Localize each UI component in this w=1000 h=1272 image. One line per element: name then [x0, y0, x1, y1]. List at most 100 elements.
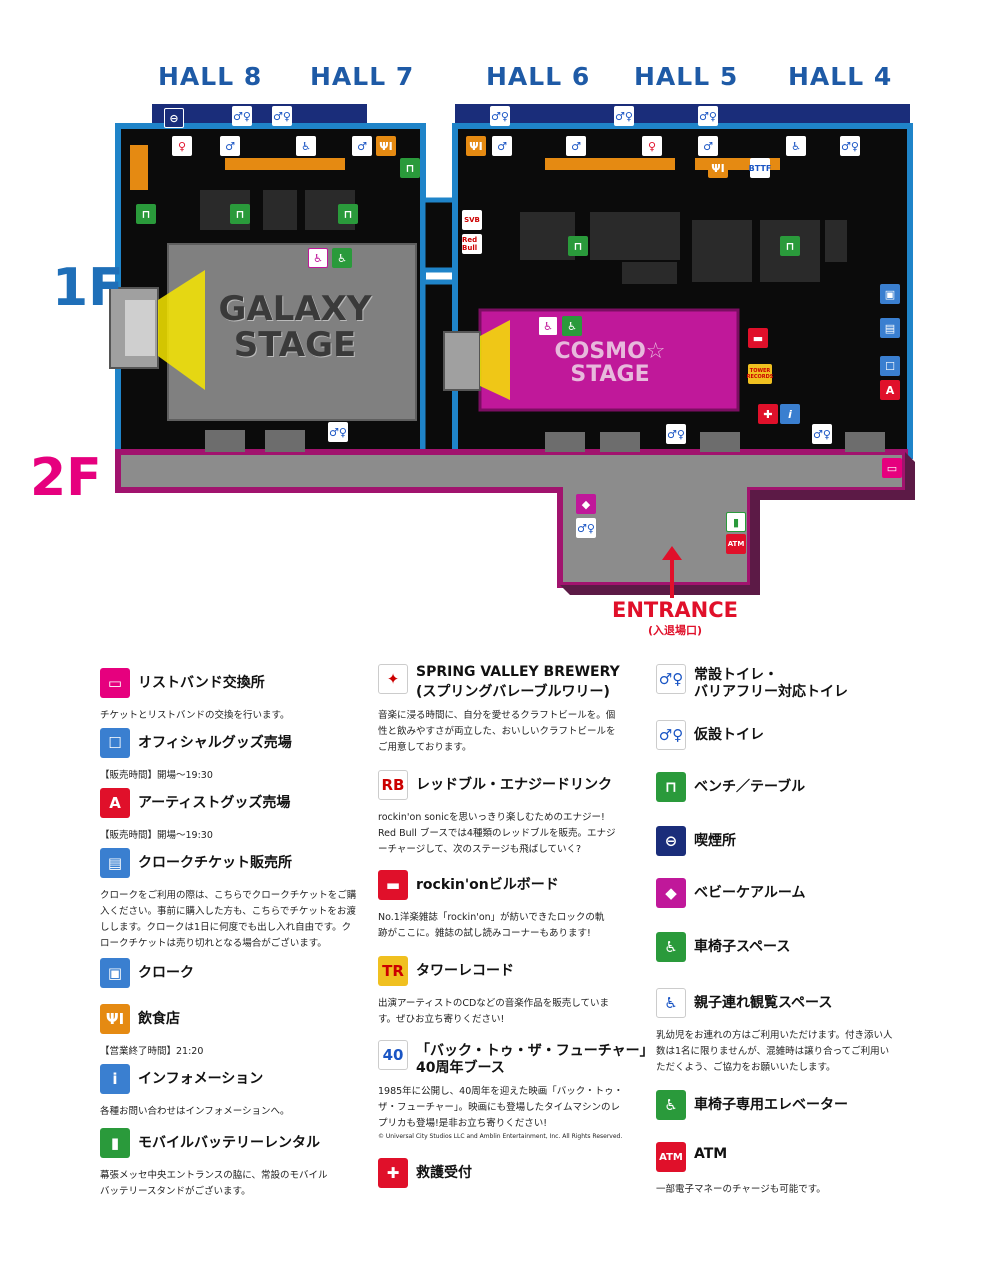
galaxy-stage-title: GALAXY STAGE	[200, 289, 390, 365]
legend-title: リストバンド交換所	[138, 675, 265, 691]
galaxy-speakers	[109, 270, 205, 390]
hall-7-label: HALL 7	[310, 62, 415, 91]
legend-description: rockin'on sonicを思いっきり楽しむためのエナジー!Red Bull…	[378, 810, 636, 858]
bench-icon: ⊓	[568, 236, 588, 256]
hall-8-label: HALL 8	[158, 62, 263, 91]
legend-description-line: バッテリースタンドがございます。	[100, 1186, 251, 1197]
legend-title: インフォメーション	[138, 1071, 264, 1087]
bttf-icon: BTTF	[749, 158, 771, 178]
legend-description: チケットとリストバンドの交換を行います。	[100, 708, 360, 724]
first-aid-icon: ✚	[758, 404, 778, 424]
spring-valley-icon: SVB	[462, 210, 482, 230]
legend-title: クローク	[138, 965, 194, 981]
toilet-icon: ♂♀	[490, 106, 510, 126]
galaxy-stage-line1: GALAXY	[218, 289, 372, 329]
cosmo-stage-title: COSMO☆ STAGE	[510, 340, 710, 386]
cloak-icon: ▣	[100, 958, 130, 988]
temp-toilet-icon: ♂♀	[328, 422, 348, 442]
information-icon: i	[100, 1064, 130, 1094]
first-aid-icon: ✚	[378, 1158, 408, 1188]
food-icon: ΨΙ	[708, 158, 728, 178]
wheelchair-icon: ♿	[656, 932, 686, 962]
legend-description-line: 入ください。事前に購入した方も、こちらでチケットをお渡	[100, 906, 356, 917]
wristband-icon: ▭	[100, 668, 130, 698]
legend-title: 喫煙所	[694, 833, 736, 849]
cloak-ticket-icon: ▤	[100, 848, 130, 878]
legend-description-line: No.1洋楽雑誌「rockin'on」が紡いできたロックの軌	[378, 912, 605, 923]
spring-valley-icon: ✦	[378, 664, 408, 694]
legend-title: 救護受付	[416, 1165, 472, 1181]
family-icon: ♿	[656, 988, 686, 1018]
legend-description: 出演アーティストのCDなどの音楽作品を販売しています。ぜひお立ち寄りください!	[378, 996, 636, 1028]
family-icon: ♿	[538, 316, 558, 336]
accessible-toilet-icon: ♿	[296, 136, 316, 156]
toilet-icon: ♂	[698, 136, 718, 156]
food-icon: ΨΙ	[466, 136, 486, 156]
family-icon: ♿	[308, 248, 328, 268]
legend-description-line: rockin'on sonicを思いっきり楽しむためのエナジー!	[378, 812, 605, 823]
legend-description-line: クロークをご利用の際は、こちらでクロークチケットをご購	[100, 890, 357, 901]
baby-care-icon: ◆	[656, 878, 686, 908]
legend-title-line2: (スプリングバレーブルワリー)	[416, 684, 610, 700]
battery-icon: ▮	[100, 1128, 130, 1158]
legend-title: 常設トイレ・	[694, 667, 778, 683]
billboard-icon: ▬	[378, 870, 408, 900]
food-icon: ΨΙ	[376, 136, 396, 156]
floor-2f-walkway	[115, 449, 908, 588]
toilet-icon: ♂♀	[232, 106, 252, 126]
galaxy-stage-line2: STAGE	[233, 324, 357, 365]
toilet-icon: ♂	[566, 136, 586, 156]
cloak-icon: ▣	[880, 284, 900, 304]
hall-4-label: HALL 4	[788, 62, 893, 91]
legend-description-line: 出演アーティストのCDなどの音楽作品を販売していま	[378, 998, 610, 1009]
legend-description: 音楽に浸る時間に、自分を愛せるクラフトビールを。個性と飲みやすさが両立した、おい…	[378, 708, 636, 756]
legend-title: モバイルバッテリーレンタル	[138, 1135, 320, 1151]
elevator-icon: ♿	[656, 1090, 686, 1120]
toilet-icon: ♂♀	[272, 106, 292, 126]
legend-title: ATM	[694, 1146, 728, 1162]
legend-description-line: チケットとリストバンドの交換を行います。	[100, 710, 290, 721]
information-icon: i	[780, 404, 800, 424]
toilet-icon: ♀	[642, 136, 662, 156]
battery-icon: ▮	[726, 512, 746, 532]
wristband-icon: ▭	[882, 458, 902, 478]
wheelchair-icon: ♿	[332, 248, 352, 268]
redbull-icon: Red Bull	[462, 234, 482, 254]
billboard-icon: ▬	[748, 328, 768, 348]
toilet-icon: ♂♀	[576, 518, 596, 538]
cloak-ticket-icon: ▤	[880, 318, 900, 338]
legend-description: 幕張メッセ中央エントランスの脇に、常設のモバイルバッテリースタンドがございます。	[100, 1168, 360, 1200]
legend-description-line: プリカも登場!是非お立ち寄りください!	[378, 1118, 548, 1129]
legend-description-line: 【販売時間】開場〜19:30	[100, 830, 213, 841]
legend-description-line: 一部電子マネーのチャージも可能です。	[656, 1184, 826, 1195]
legend-title: 仮設トイレ	[694, 727, 764, 743]
legend-description-line: ただくよう、ご協力をお願いいたします。	[656, 1062, 836, 1073]
toilet-icon: ♂	[220, 136, 240, 156]
galaxy-stage-area	[167, 243, 417, 421]
legend-description-line: 性と飲みやすさが両立した、おいしいクラフトビールを	[378, 726, 616, 737]
floor-1f-label: 1F	[52, 258, 124, 318]
baby-care-icon: ◆	[576, 494, 596, 514]
artist-goods-icon: A	[880, 380, 900, 400]
legend-title: オフィシャルグッズ売場	[138, 735, 292, 751]
accessible-toilet-icon: ♿	[786, 136, 806, 156]
bench-icon: ⊓	[780, 236, 800, 256]
toilet-icon: ♂	[492, 136, 512, 156]
cosmo-stage-line1: COSMO☆	[554, 339, 666, 364]
smoking-icon: ⊖	[656, 826, 686, 856]
hall-6-label: HALL 6	[486, 62, 591, 91]
bench-icon: ⊓	[136, 204, 156, 224]
legend-description-line: 幕張メッセ中央エントランスの脇に、常設のモバイル	[100, 1170, 328, 1181]
bench-icon: ⊓	[656, 772, 686, 802]
legend-title: rockin'onビルボード	[416, 877, 559, 893]
entrance-arrow	[662, 546, 682, 598]
legend-description: 【営業終了時間】21:20	[100, 1044, 360, 1060]
legend-title: レッドブル・エナジードリンク	[416, 777, 612, 793]
legend-description-line: 数は1名に限りませんが、混雑時は譲り合ってご利用い	[656, 1046, 890, 1057]
redbull-icon: RB	[378, 770, 408, 800]
artist-goods-icon: A	[100, 788, 130, 818]
legend-description: No.1洋楽雑誌「rockin'on」が紡いできたロックの軌跡がここに。雑誌の試…	[378, 910, 636, 942]
legend-description-line: 【販売時間】開場〜19:30	[100, 770, 213, 781]
temp-toilet-icon: ♂♀	[812, 424, 832, 444]
legend-description-line: ーチャージして、次のステージも飛ばしていく?	[378, 844, 582, 855]
